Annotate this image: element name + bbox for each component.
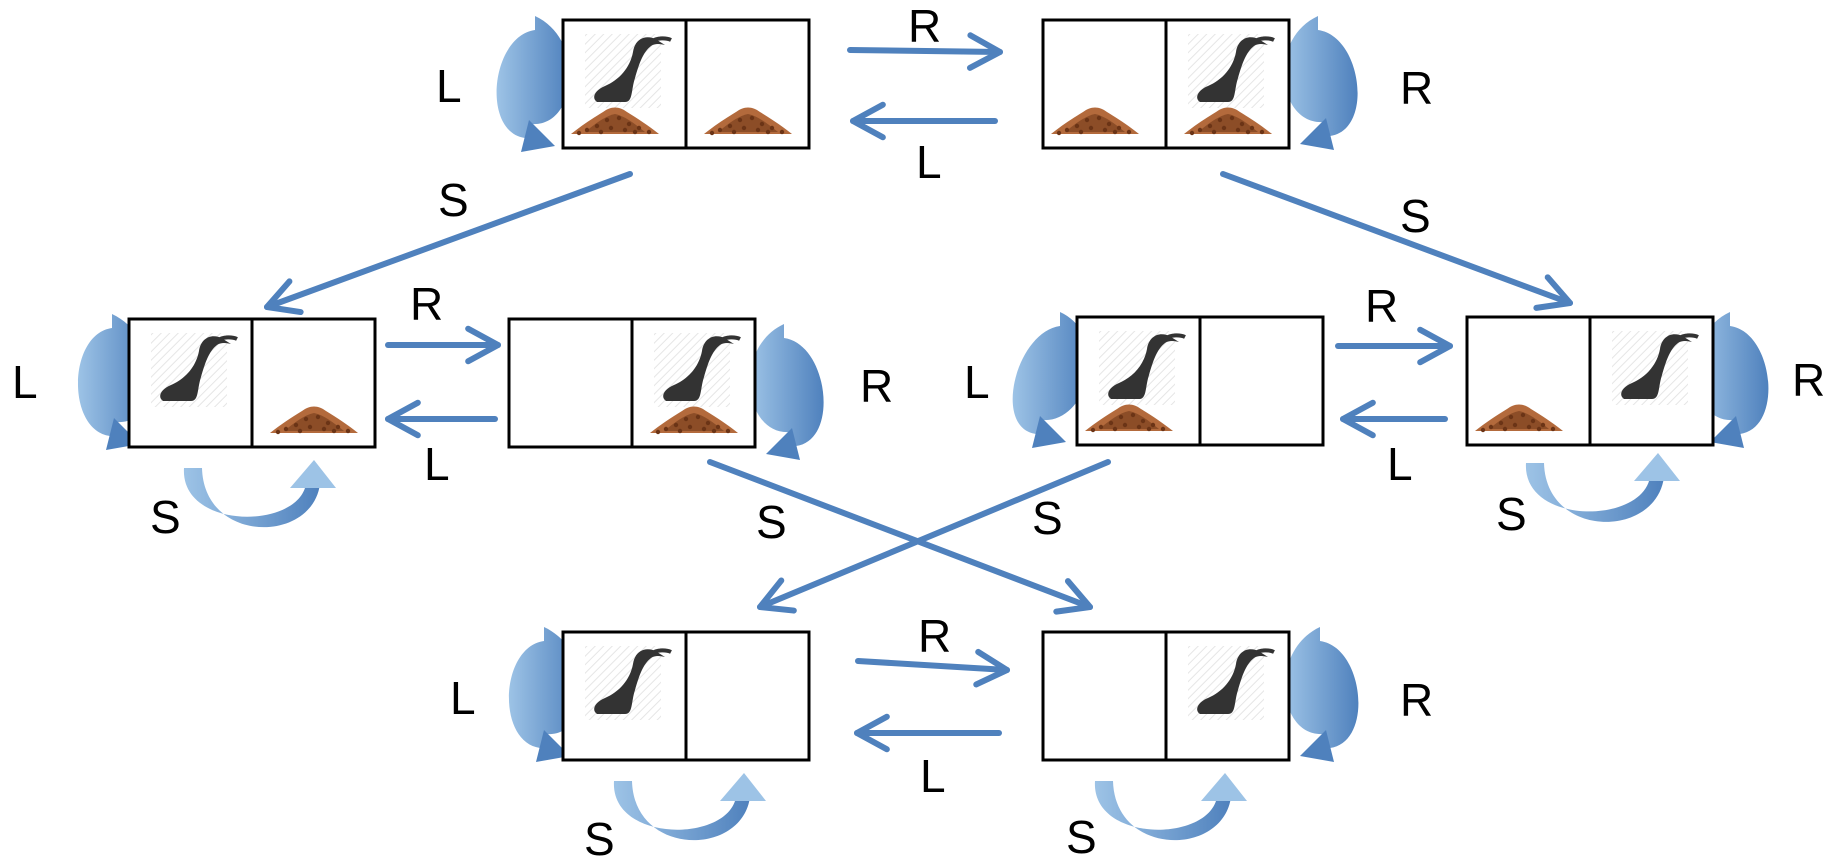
action-label-right: R bbox=[410, 278, 443, 330]
action-label-left: L bbox=[12, 356, 38, 408]
action-label-left: L bbox=[964, 356, 990, 408]
self-loop-arrows bbox=[77, 16, 1769, 841]
action-label-left: L bbox=[436, 60, 462, 112]
vacuum-icon bbox=[151, 333, 238, 407]
dirt-icon bbox=[1475, 404, 1563, 433]
transition-arrow bbox=[855, 648, 1010, 688]
transition-arrow bbox=[854, 713, 1002, 753]
right-cell bbox=[684, 630, 811, 762]
transition-arrow bbox=[264, 171, 633, 316]
vacuum-icon bbox=[585, 34, 672, 108]
action-label-right: R bbox=[860, 360, 893, 412]
transition-arrow bbox=[1335, 326, 1453, 366]
state-box bbox=[561, 18, 811, 150]
self-loop-arrow bbox=[1285, 627, 1359, 762]
action-label-right: R bbox=[918, 610, 951, 662]
action-label-right: R bbox=[1400, 674, 1433, 726]
transition-arrow bbox=[850, 101, 998, 141]
self-loop-arrow bbox=[183, 460, 336, 528]
state-boxes bbox=[127, 18, 1715, 762]
action-label-suck: S bbox=[1496, 488, 1527, 540]
action-label-suck: S bbox=[150, 491, 181, 543]
action-label-left: L bbox=[450, 672, 476, 724]
vacuum-icon bbox=[1188, 34, 1275, 108]
action-label-right: R bbox=[1792, 354, 1825, 406]
action-label-right: R bbox=[1400, 62, 1433, 114]
action-label-left: L bbox=[424, 438, 450, 490]
left-cell bbox=[507, 317, 634, 449]
dirt-icon bbox=[1184, 107, 1272, 136]
transition-arrow bbox=[707, 459, 1093, 615]
state-box bbox=[561, 630, 811, 762]
vacuum-icon bbox=[1188, 646, 1275, 720]
action-label-suck: S bbox=[1400, 190, 1431, 242]
left-cell bbox=[1041, 630, 1168, 762]
vacuum-icon bbox=[654, 333, 741, 407]
self-loop-arrow bbox=[613, 773, 766, 841]
action-label-suck: S bbox=[1066, 811, 1097, 860]
dirt-icon bbox=[650, 406, 738, 435]
dirt-icon bbox=[571, 107, 659, 136]
state-box bbox=[507, 317, 757, 449]
transition-arrows bbox=[264, 32, 1573, 753]
state-box bbox=[1465, 315, 1715, 447]
action-label-suck: S bbox=[584, 813, 615, 860]
action-label-left: L bbox=[1387, 438, 1413, 490]
state-box bbox=[1041, 18, 1291, 150]
action-label-suck: S bbox=[756, 496, 787, 548]
transition-arrow bbox=[757, 459, 1111, 614]
transition-arrow bbox=[385, 325, 501, 365]
transition-arrow bbox=[1220, 171, 1573, 311]
vacuum-icon bbox=[1612, 331, 1699, 405]
dirt-icon bbox=[1085, 404, 1173, 433]
state-box bbox=[127, 317, 377, 449]
state-box bbox=[1041, 630, 1291, 762]
self-loop-arrow bbox=[1283, 16, 1358, 150]
dirt-icon bbox=[270, 406, 358, 435]
action-label-suck: S bbox=[438, 174, 469, 226]
action-label-right: R bbox=[908, 0, 941, 52]
self-loop-arrow bbox=[496, 16, 570, 152]
dirt-icon bbox=[1051, 107, 1139, 136]
transition-arrow bbox=[1340, 399, 1448, 439]
action-label-left: L bbox=[920, 750, 946, 802]
dirt-icon bbox=[704, 107, 792, 136]
state-box bbox=[1075, 315, 1325, 447]
transition-arrow bbox=[847, 32, 1003, 71]
transition-arrow bbox=[385, 399, 498, 439]
action-label-right: R bbox=[1365, 280, 1398, 332]
action-label-left: L bbox=[916, 136, 942, 188]
self-loop-arrow bbox=[1094, 773, 1247, 841]
right-cell bbox=[1198, 315, 1325, 447]
self-loop-arrow bbox=[1525, 453, 1680, 522]
vacuum-icon bbox=[1099, 331, 1186, 405]
action-label-suck: S bbox=[1032, 492, 1063, 544]
vacuum-icon bbox=[585, 646, 672, 720]
self-loop-arrow bbox=[1012, 312, 1090, 448]
self-loop-arrow bbox=[749, 324, 824, 460]
